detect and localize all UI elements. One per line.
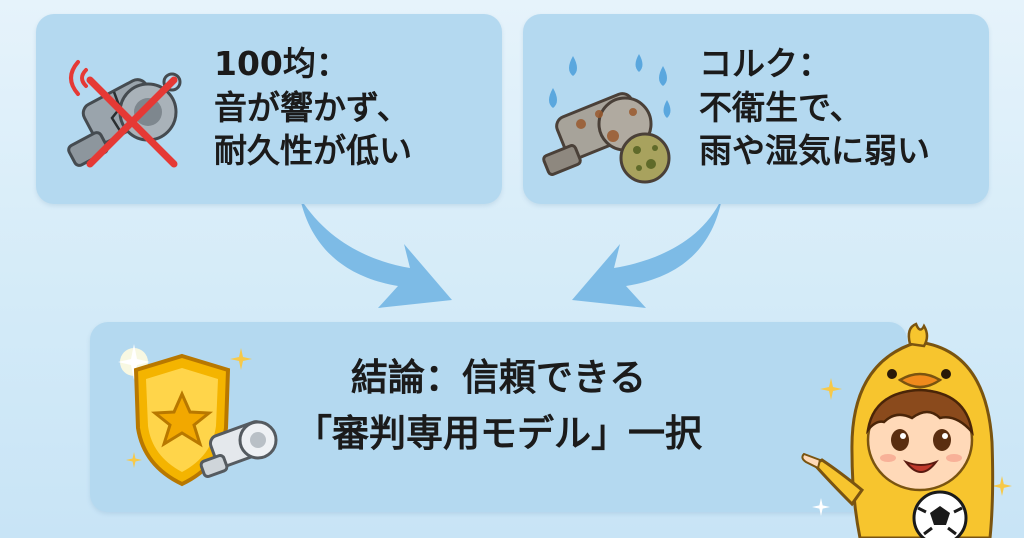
right-arrow [572,198,722,308]
left-card-100-yen: 100均： 音が響かず、 耐久性が低い [36,14,502,204]
sparkle-icon [126,452,142,468]
right-card-text: コルク： 不衛生で、 雨や湿気に弱い [699,42,930,173]
red-x-icon [86,76,178,168]
left-card-line-2: 音が響かず、 [214,87,410,127]
broken-whistle-icon [67,60,182,168]
conclusion-card: 結論：信頼できる 「審判専用モデル」一択 [90,322,907,512]
rusty-whistle-icon [542,54,671,184]
right-card-line-1: コルク： [699,44,831,83]
left-card-line-3: 耐久性が低い [214,131,412,171]
left-arrow [300,198,452,308]
conclusion-line-1: 結論：信頼できる [350,356,647,399]
duck-hood-mascot-icon [801,322,995,538]
right-card-cork: コルク： 不衛生で、 雨や湿気に弱い [523,14,989,204]
sparkle-icon [992,476,1012,496]
conclusion-text: 結論：信頼できる 「審判専用モデル」一択 [90,350,907,461]
sparkle-icon [820,378,842,400]
gold-shield-star-icon [118,344,278,487]
right-card-line-3: 雨や湿気に弱い [699,131,930,171]
cork-ball-icon [619,132,671,184]
right-card-line-2: 不衛生で、 [699,87,863,127]
conclusion-line-2: 「審判専用モデル」一択 [295,411,702,455]
water-drop-icon [569,56,577,76]
left-card-text: 100均： 音が響かず、 耐久性が低い [214,42,412,173]
left-card-line-1: 100均： [214,44,349,83]
star-icon [150,390,214,448]
sparkle-icon [230,348,252,370]
sparkle-icon [812,498,830,516]
